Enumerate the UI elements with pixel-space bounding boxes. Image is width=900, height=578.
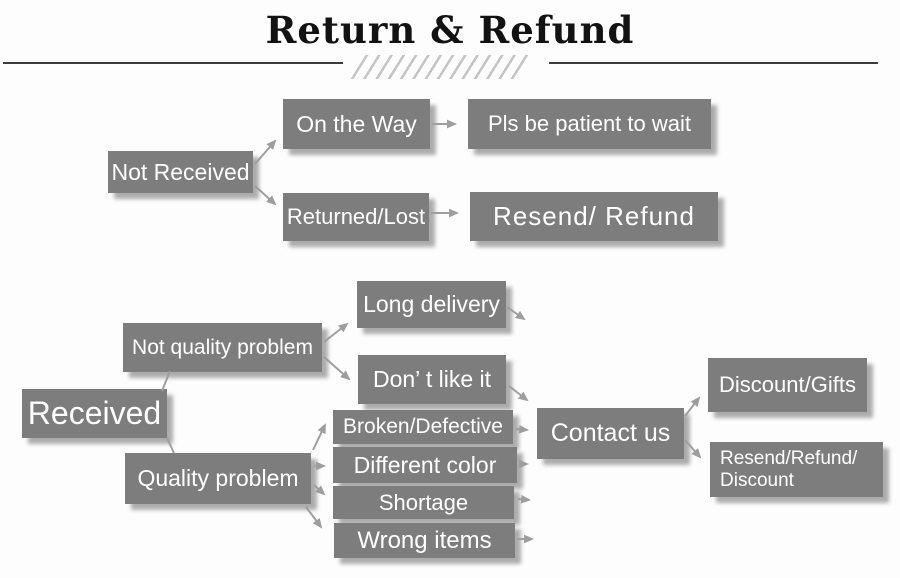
divider-line-right [549,62,878,64]
node-resend-refund: Resend/ Refund [470,192,718,241]
node-different-color: Different color [333,447,517,483]
node-contact-us: Contact us [537,408,684,459]
arrow-contact-to-resend-refund-discount [684,439,702,459]
arrow-long-delivery-to-contact [506,306,526,321]
node-discount-gifts: Discount/Gifts [708,358,867,412]
page-title: Return & Refund [265,8,635,52]
node-resend-refund-discount: Resend/Refund/ Discount [710,442,883,497]
arrow-contact-to-discount-gifts [684,396,701,417]
divider-hatch-marks [350,55,538,79]
node-shortage: Shortage [333,486,514,519]
node-not-received: Not Received [108,151,253,193]
node-quality-problem: Quality problem [125,453,311,504]
arrow-not-received-to-returned-lost [254,185,277,206]
node-dont-like-it: Don’ t like it [358,355,506,404]
node-long-delivery: Long delivery [357,281,506,328]
arrow-quality-to-wrong-items [305,506,323,529]
arrow-quality-to-broken [312,423,326,451]
arrow-quality-to-shortage [313,484,326,496]
arrow-dont-like-to-contact [508,385,529,402]
node-received: Received [22,389,167,438]
node-on-the-way: On the Way [283,99,430,149]
arrow-not-received-to-on-the-way [254,139,277,165]
arrow-not-quality-to-long-delivery [323,322,349,343]
arrow-not-quality-to-dont-like [323,356,351,381]
node-broken-defective: Broken/Defective [333,410,513,444]
node-wrong-items: Wrong items [334,523,515,558]
arrow-broken-to-contact [515,424,529,434]
divider-line-left [3,62,343,64]
line-received-to-not-quality [161,370,171,392]
node-pls-be-patient: Pls be patient to wait [468,99,711,149]
arrow-shortage-to-contact [517,494,531,504]
node-returned-lost: Returned/Lost [283,193,429,241]
node-not-quality-problem: Not quality problem [123,323,322,372]
line-received-to-quality [166,437,175,454]
